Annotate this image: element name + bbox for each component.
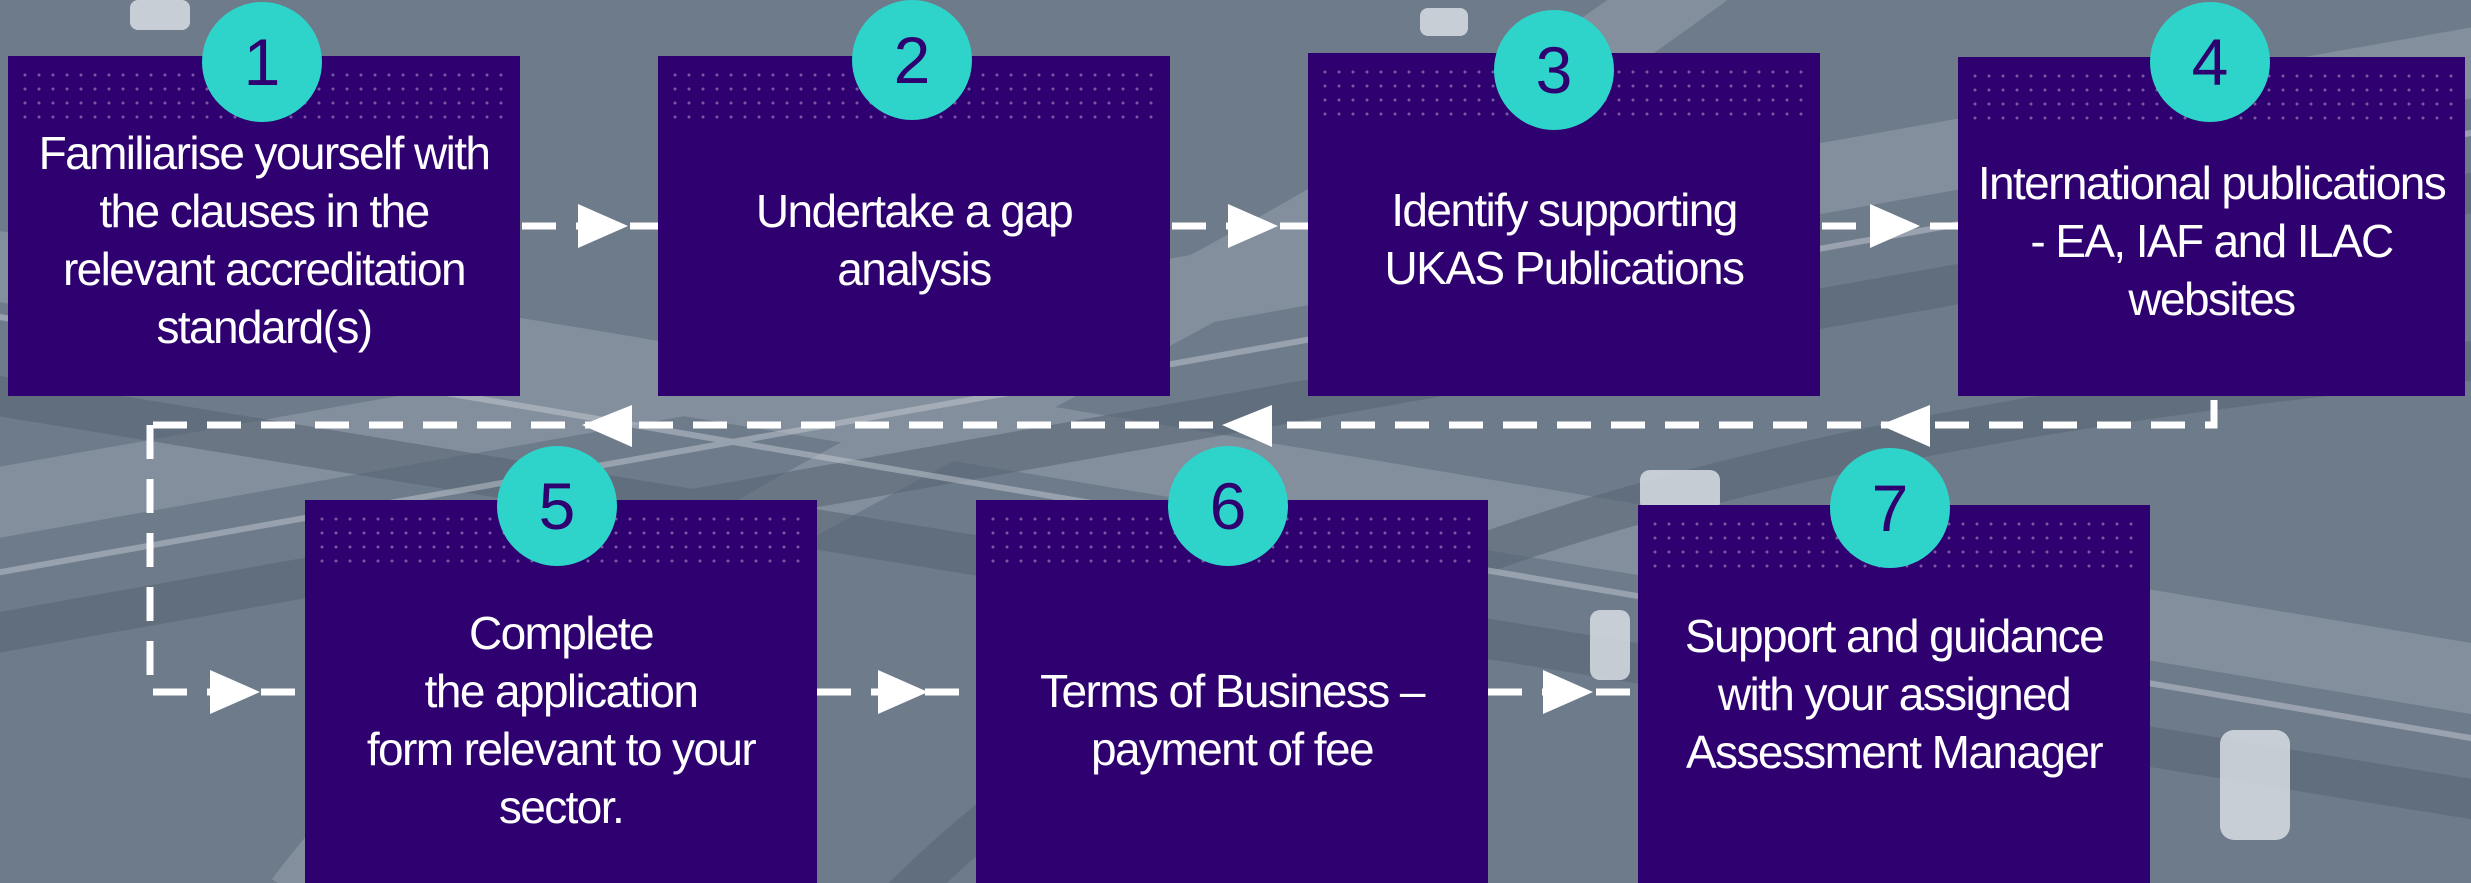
arrow-1-2 [578,204,628,248]
arrow-to-5 [210,670,260,714]
step-4-card: International publications - EA, IAF and… [1958,57,2465,396]
connector-to-5 [146,425,298,696]
step-3-text: Identify supporting UKAS Publications [1384,183,1745,294]
arrow-to-7-top [1880,405,1930,447]
arrow-2-3 [1228,204,1278,248]
step-6-badge: 6 [1168,446,1288,566]
step-4-badge: 4 [2150,2,2270,122]
connector-4-7 [150,400,2218,429]
step-2-badge: 2 [852,0,972,120]
step-5-text: Complete the application form relevant t… [366,606,757,833]
arrow-3-4 [1870,204,1920,248]
arrow-to-6-top [1222,405,1272,447]
step-7-text: Support and guidance with your assigned … [1684,610,2105,778]
arrow-5-6 [878,670,928,714]
step-1-text: Familiarise yourself with the clauses in… [38,127,491,353]
step-6-text: Terms of Business – payment of fee [1040,664,1425,775]
step-2-text: Undertake a gap analysis [755,185,1074,295]
step-1-badge: 1 [202,2,322,122]
step-4-text: International publications - EA, IAF and… [1977,156,2447,325]
step-3-badge: 3 [1494,10,1614,130]
step-7-badge: 7 [1830,448,1950,568]
arrow-to-5-top [582,405,632,447]
step-5-badge: 5 [497,446,617,566]
step-5-card: Complete the application form relevant t… [305,500,817,883]
arrow-6-7 [1543,670,1593,714]
